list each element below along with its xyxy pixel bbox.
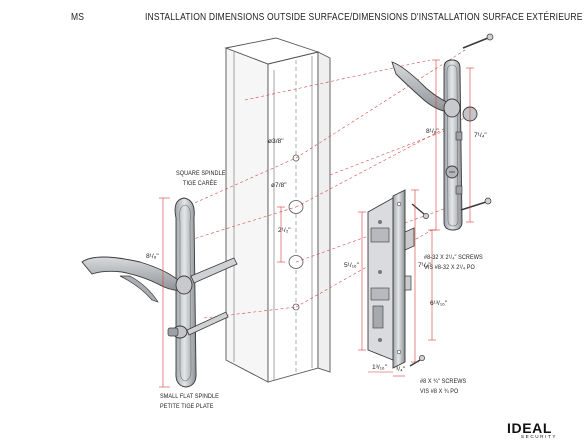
left-handle-rose <box>175 275 193 295</box>
left-plate-height-label: 8¹/₈" <box>146 253 159 260</box>
left-lever-handle <box>81 256 185 291</box>
right-plate-dimensions <box>432 59 474 231</box>
page-title: INSTALLATION DIMENSIONS OUTSIDE SURFACE/… <box>145 12 583 23</box>
right-escutcheon-plate <box>443 59 463 231</box>
square-spindle-label-fr: TIGE CARÉE <box>183 180 218 187</box>
short-screws-label-fr: VIS #8 X ¾ PO <box>420 388 459 395</box>
short-screws-label: #8 X ¾" SCREWS <box>420 378 467 385</box>
square-spindle-label: SQUARE SPINDLE <box>176 170 226 177</box>
mortise-offset-label: ³/₄" <box>396 366 406 373</box>
latch-bolt <box>404 227 415 251</box>
door-frame <box>224 37 331 383</box>
right-plate-inner-label: 8¹/₈" <box>426 128 439 135</box>
long-screw-bottom <box>460 197 492 211</box>
long-screws-label-fr: VIS #8-32 X 2¹/₄ PO <box>424 264 475 271</box>
long-screw-top <box>462 33 494 49</box>
flat-spindle-label: SMALL FLAT SPINDLE <box>160 393 219 400</box>
flat-spindle-label-fr: PETITE TIGE PLATE <box>160 403 214 410</box>
face-screw-top <box>411 203 429 219</box>
right-plate-outer-label: 7¹/₄" <box>474 132 487 139</box>
mortise-height-right-label: 7¹/₄" <box>418 262 431 269</box>
square-spindle <box>190 257 238 284</box>
left-plate-height-dimension <box>159 197 170 388</box>
flat-spindle <box>186 311 229 336</box>
mortise-lock-body <box>367 189 429 369</box>
right-lever-handle <box>391 61 453 113</box>
mortise-height-left-label: 5¹/₁₆" <box>344 262 359 269</box>
deadbolt <box>404 275 412 291</box>
right-handle-assembly <box>391 33 494 231</box>
hole-spacing-label: 2¹/₂" <box>278 227 291 234</box>
brand-logo: IDEAL <box>507 420 552 436</box>
hole-7-8-label: ø7/8" <box>271 182 287 189</box>
model-code: MS <box>71 12 85 23</box>
face-screw-bottom <box>409 355 425 367</box>
mortise-width-label: 1³/₁₆" <box>372 364 387 371</box>
mortise-face-plate <box>392 189 406 369</box>
mortise-depth-label: 6¹³/₁₆" <box>430 300 448 307</box>
left-handle-assembly <box>81 197 238 388</box>
hole-3-8-label: ø3/8" <box>268 138 284 145</box>
hole-spacing-dimension <box>277 206 285 263</box>
long-screws-label: #8-32 X 2¹/₄" SCREWS <box>424 254 483 261</box>
brand-tagline: SECURITY <box>521 434 558 439</box>
